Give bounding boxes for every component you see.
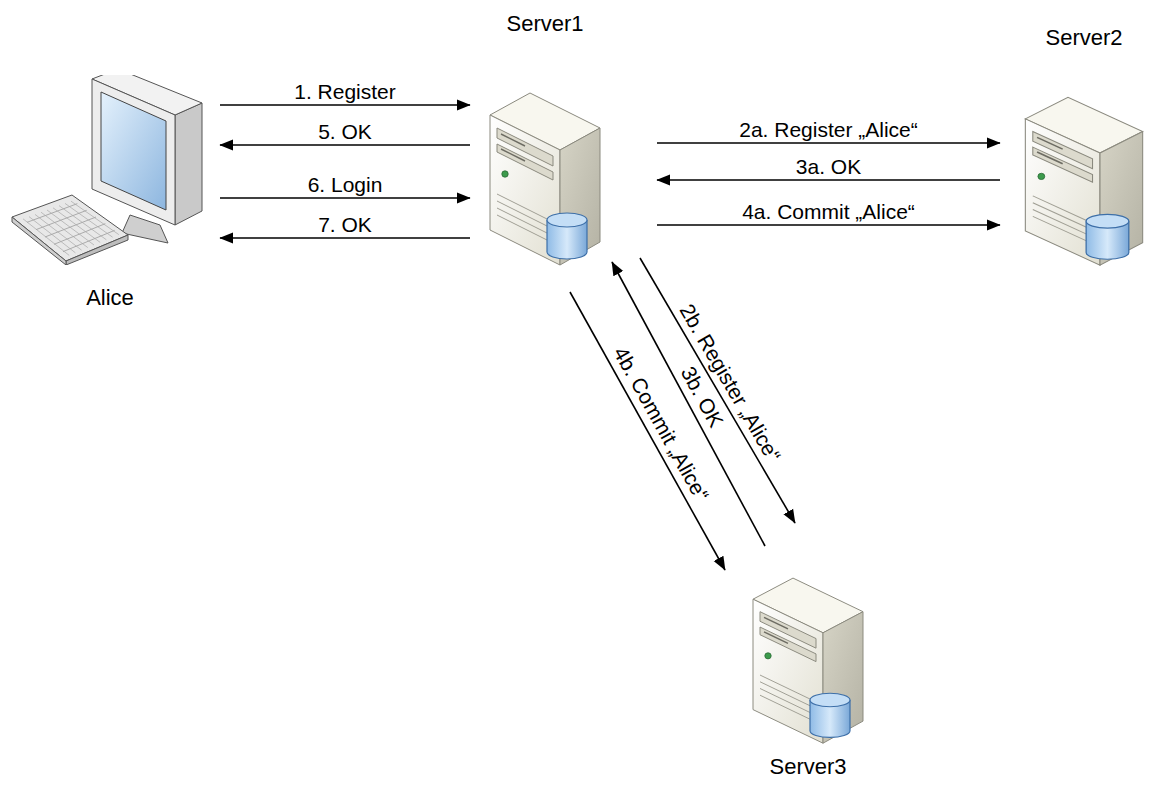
- computer-icon: [10, 75, 210, 265]
- server-icon: [485, 70, 605, 270]
- message-arrow: [657, 224, 1000, 226]
- node-label: Server1: [506, 11, 583, 37]
- server-node: Server2: [1020, 75, 1148, 270]
- message-label: 5. OK: [318, 120, 372, 144]
- node-label: Alice: [86, 285, 134, 311]
- message-label: 4a. Commit „Alice“: [742, 200, 915, 224]
- message-label: 2a. Register „Alice“: [739, 118, 918, 142]
- message-arrow: [220, 197, 470, 199]
- message-label: 6. Login: [308, 173, 383, 197]
- message-label: 1. Register: [294, 80, 396, 104]
- message-arrow: [640, 258, 795, 523]
- server-icon: [748, 556, 868, 748]
- node-label: Server2: [1045, 25, 1122, 51]
- message-arrow: [220, 144, 470, 146]
- message-arrow: [657, 179, 1000, 181]
- node-label: Server3: [769, 754, 846, 780]
- message-label: 3a. OK: [796, 155, 861, 179]
- message-arrow: [657, 142, 1000, 144]
- server-icon: [1020, 75, 1148, 270]
- message-arrow: [220, 104, 470, 106]
- server-node: Server1: [485, 70, 605, 270]
- message-arrow: [220, 237, 470, 239]
- client-computer: Alice: [10, 75, 210, 265]
- server-node: Server3: [748, 556, 868, 748]
- message-label: 7. OK: [318, 213, 372, 237]
